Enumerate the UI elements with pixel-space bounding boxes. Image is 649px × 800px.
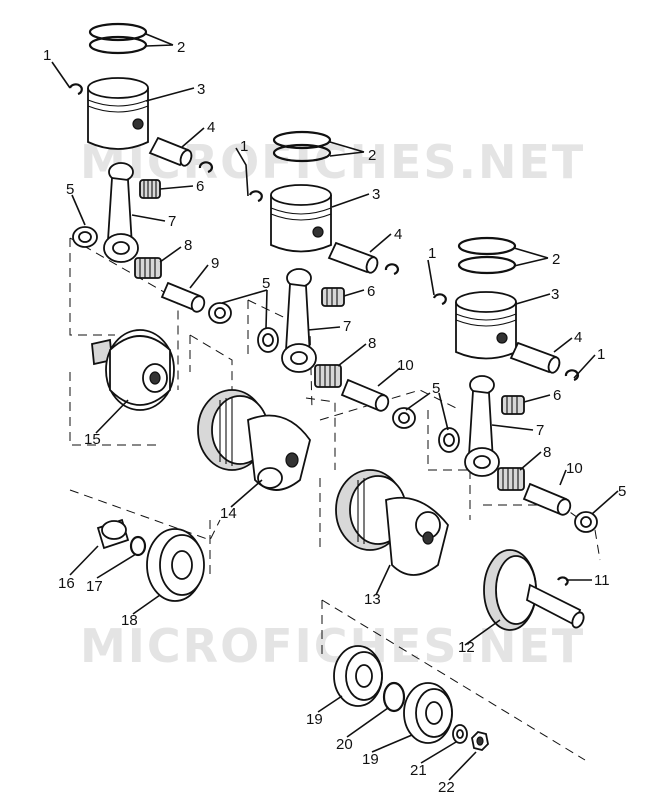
callout-6: 6 <box>196 178 204 195</box>
seal-center-5 <box>208 302 279 353</box>
snap-ring-20 <box>382 681 406 713</box>
needle-bearing-right-small <box>501 395 525 415</box>
callout-6: 6 <box>367 283 375 300</box>
ball-bearing-19-left <box>333 645 383 707</box>
callout-6: 6 <box>553 387 561 404</box>
callout-3: 3 <box>197 81 205 98</box>
callout-1: 1 <box>240 138 248 155</box>
piston-rings-left <box>88 22 148 55</box>
piston-pin-left <box>148 136 193 167</box>
callout-1: 1 <box>597 346 605 363</box>
callout-12: 12 <box>458 639 475 656</box>
piston-pin-right <box>509 341 561 374</box>
callout-4: 4 <box>394 226 402 243</box>
callout-18: 18 <box>121 612 138 629</box>
callout-4: 4 <box>207 119 215 136</box>
callout-13: 13 <box>364 591 381 608</box>
callout-3: 3 <box>551 286 559 303</box>
washer-21 <box>452 724 468 744</box>
bushing-16 <box>96 518 130 550</box>
callout-20: 20 <box>336 736 353 753</box>
circlip-right-left <box>432 293 447 306</box>
callout-11: 11 <box>594 572 610 589</box>
callout-4: 4 <box>574 329 582 346</box>
conrod-right <box>464 375 500 477</box>
callout-15: 15 <box>84 431 101 448</box>
crank-section-13 <box>335 469 449 576</box>
callout-9: 9 <box>211 255 219 272</box>
spacer-9 <box>160 281 206 313</box>
callout-3: 3 <box>372 186 380 203</box>
circlip-middle-left <box>248 190 263 203</box>
piston-pin-middle <box>327 241 379 274</box>
callout-8: 8 <box>184 237 192 254</box>
conrod-middle <box>281 268 317 373</box>
callout-19: 19 <box>306 711 323 728</box>
callout-14: 14 <box>220 505 237 522</box>
circlip-left-pin <box>198 161 214 174</box>
callout-10: 10 <box>397 357 414 374</box>
callout-2: 2 <box>177 39 185 56</box>
callout-1: 1 <box>43 47 51 64</box>
watermark-bottom: MICROFICHES.NET <box>80 619 585 673</box>
seal-right-5 <box>438 427 460 453</box>
spacer-10-middle <box>340 378 390 412</box>
crank-section-12 <box>483 549 585 631</box>
nut-22 <box>471 731 489 751</box>
needle-bearing-middle-big <box>314 364 342 388</box>
callout-5: 5 <box>66 181 74 198</box>
piston-right <box>455 291 517 360</box>
callout-10: 10 <box>566 460 583 477</box>
crank-section-14 <box>197 389 311 491</box>
spacer-10-right <box>522 482 572 516</box>
callout-7: 7 <box>343 318 351 335</box>
callout-8: 8 <box>543 444 551 461</box>
piston-middle <box>270 184 332 253</box>
callout-1: 1 <box>428 245 436 262</box>
ball-bearing-18 <box>146 528 205 602</box>
leader-lines <box>51 33 619 781</box>
callout-17: 17 <box>86 578 103 595</box>
needle-bearing-right-big <box>497 467 525 491</box>
callout-5: 5 <box>432 380 440 397</box>
callout-22: 22 <box>438 779 455 796</box>
conrod-left <box>103 162 139 263</box>
needle-bearing-left-small <box>139 179 161 199</box>
callout-21: 21 <box>410 762 427 779</box>
seal-left-5 <box>72 226 98 248</box>
circlip-middle-pin <box>384 263 400 276</box>
piston-rings-right <box>457 236 517 275</box>
snap-ring-17 <box>129 535 147 557</box>
callout-labels: 1 2 3 4 1 6 7 5 8 9 2 3 4 1 5 6 7 8 10 5… <box>43 39 626 796</box>
callout-5: 5 <box>262 275 270 292</box>
callout-19: 19 <box>362 751 379 768</box>
crank-section-15 <box>91 329 175 411</box>
circlip-left-top <box>68 83 83 96</box>
piston-left <box>87 77 149 150</box>
seal-right-end <box>574 511 598 533</box>
callout-8: 8 <box>368 335 376 352</box>
seal-middle-right <box>392 407 416 429</box>
callout-16: 16 <box>58 575 75 592</box>
circlip-right-pin <box>564 369 580 382</box>
callout-7: 7 <box>168 213 176 230</box>
callout-5: 5 <box>618 483 626 500</box>
ball-bearing-19-right <box>403 682 453 744</box>
callout-2: 2 <box>552 251 560 268</box>
needle-bearing-middle-small <box>321 287 345 307</box>
callout-2: 2 <box>368 147 376 164</box>
key-11 <box>557 576 569 587</box>
piston-rings-middle <box>272 130 332 163</box>
needle-bearing-left-big <box>134 257 162 279</box>
callout-7: 7 <box>536 422 544 439</box>
